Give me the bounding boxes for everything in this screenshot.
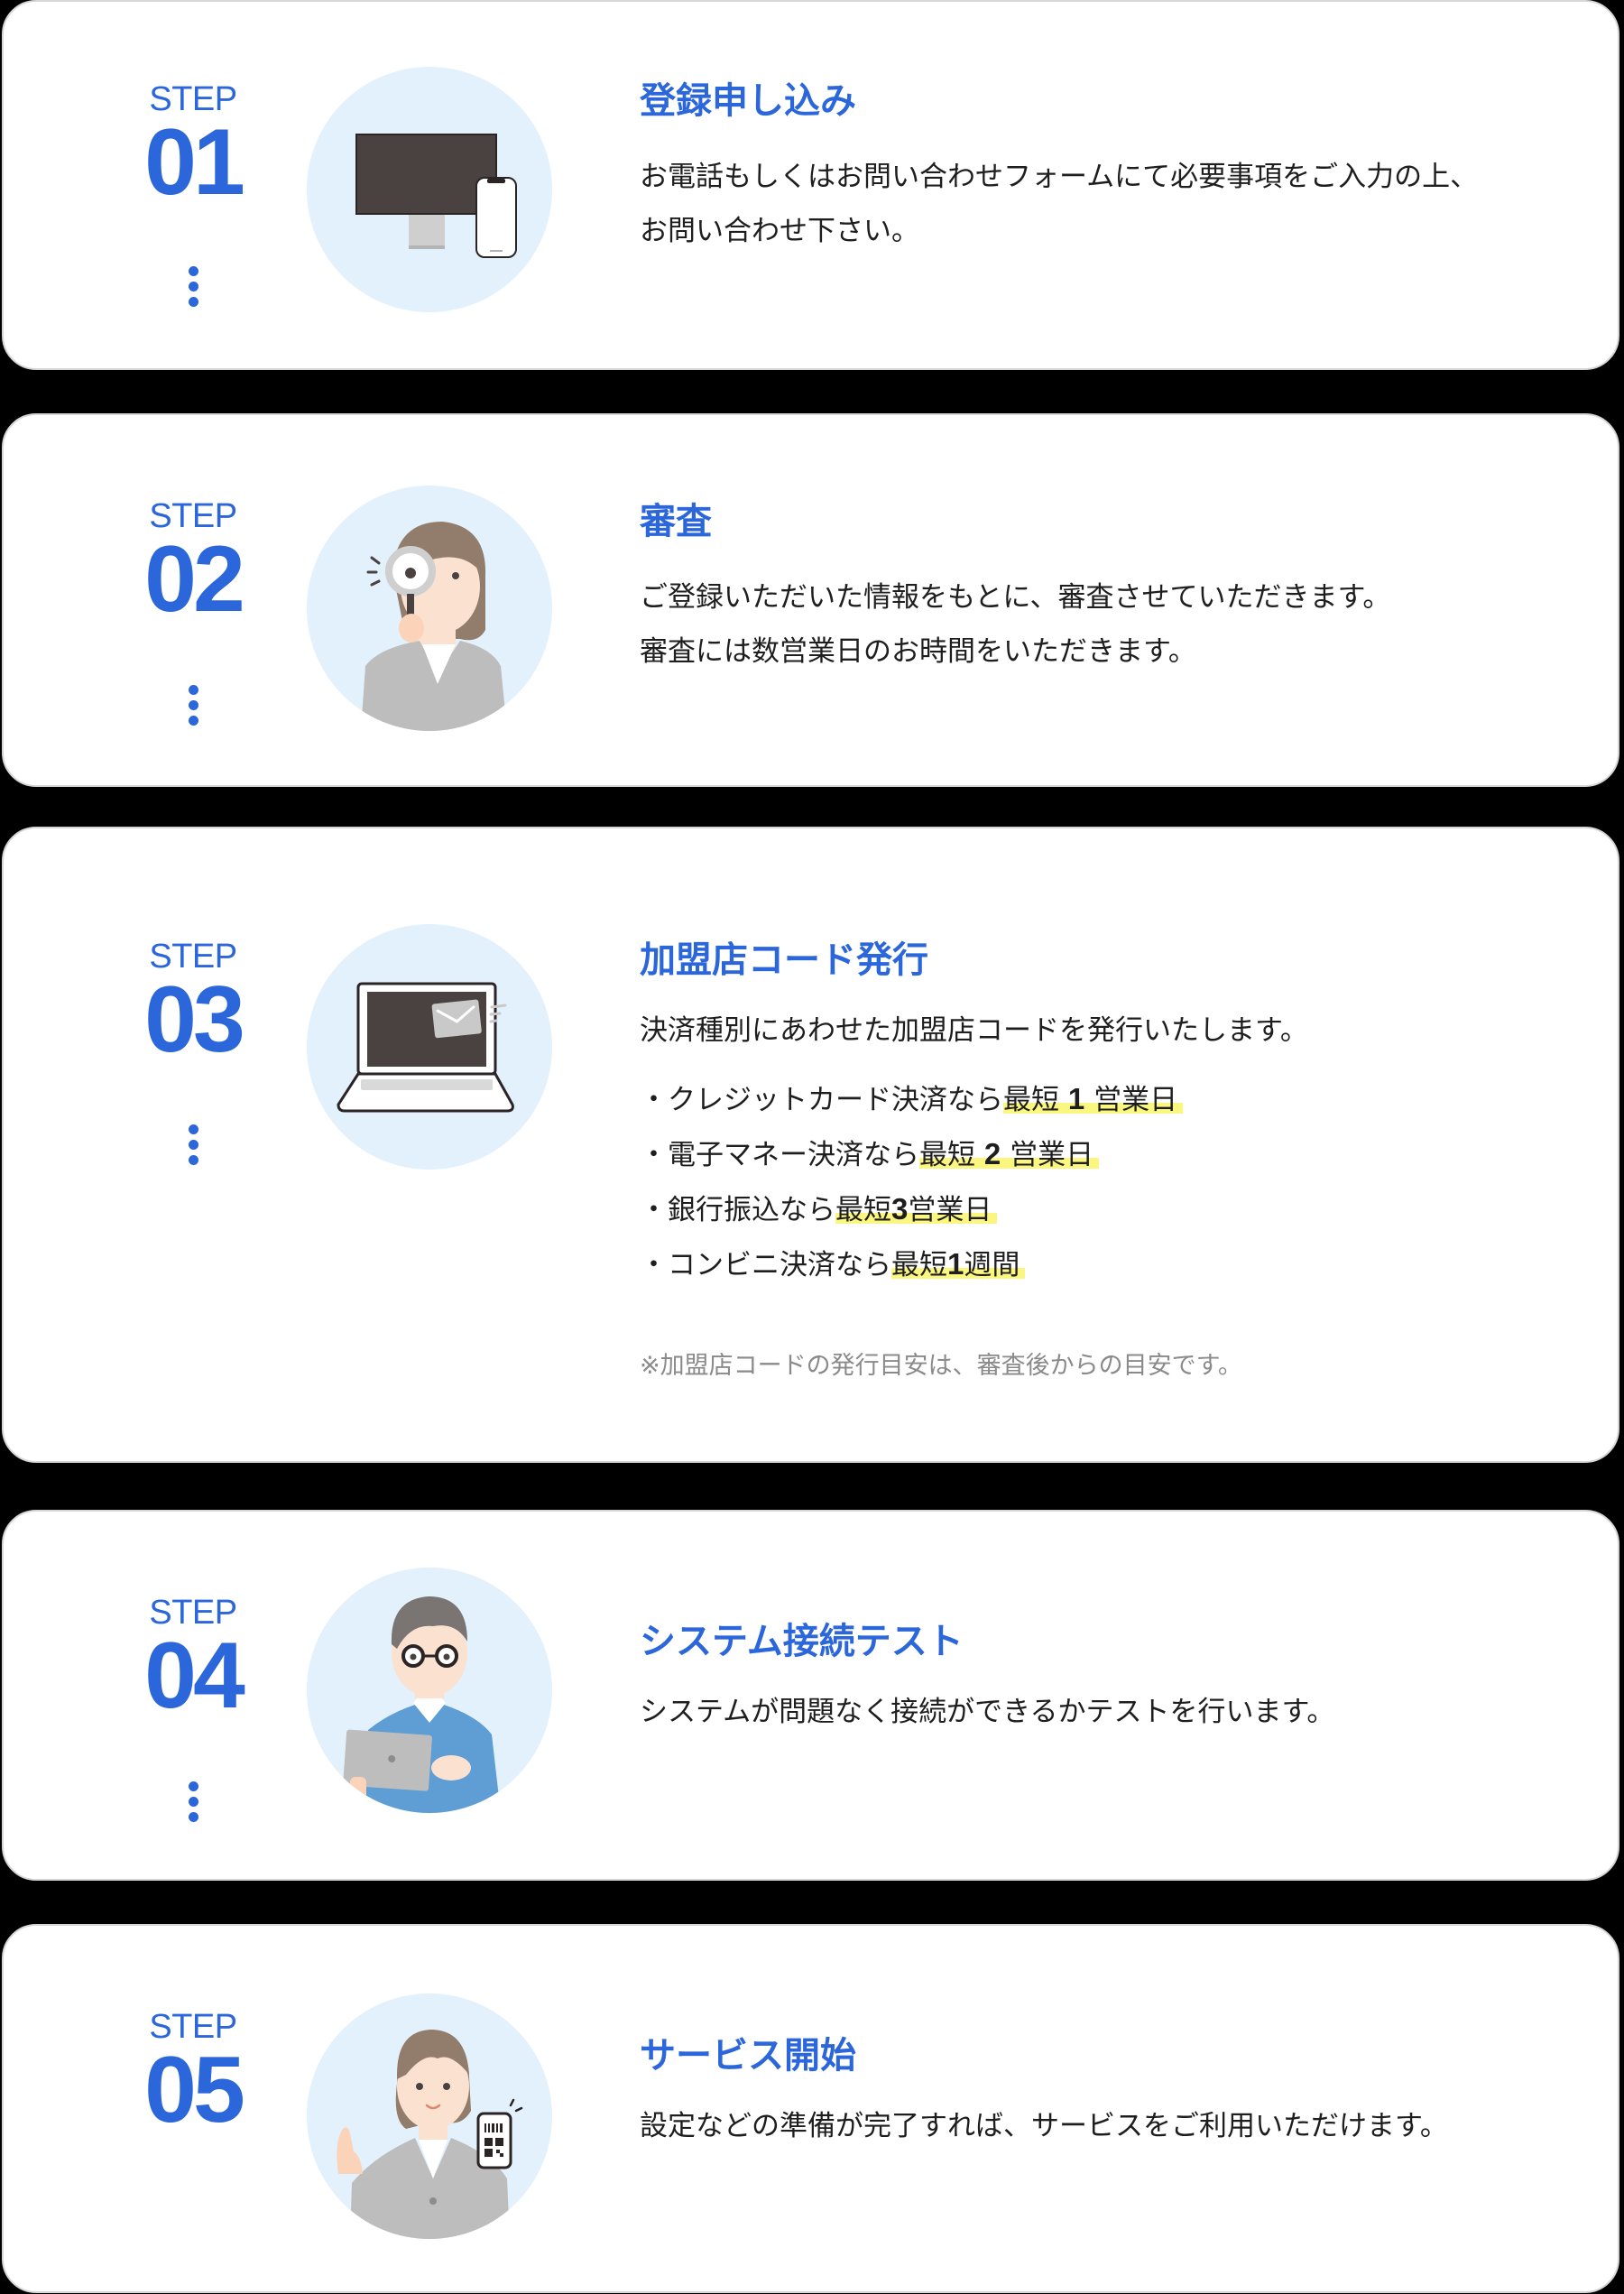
list-item: ・クレジットカード決済なら最短 1 営業日 [640,1072,1582,1127]
list-item: ・コンビニ決済なら最短1週間 [640,1237,1582,1292]
step-label: STEP [149,80,237,118]
step-card-01: STEP 01 登録申し込み お電話もしくはお問い合わせフォームにて必要事項をご… [2,0,1619,370]
woman-qr-smartphone-illustration [307,1993,552,2239]
step-content: 加盟店コード発行 決済種別にあわせた加盟店コードを発行いたします。 ・クレジット… [640,939,1582,1383]
step-card-04: STEP 04 システム接続テスト システムが問題なく接続ができるかテストを行い [2,1510,1619,1881]
step-label: STEP [149,938,237,976]
step-title: 登録申し込み [640,80,856,122]
step-title: システム接続テスト [640,1621,964,1662]
step-description: ご登録いただいた情報をもとに、審査させていただきます。 審査には数営業日のお時間… [640,570,1582,679]
man-with-laptop-icon [343,1596,501,1813]
ellipsis-vertical-icon [186,1124,200,1170]
step-description: システムが問題なく接続ができるかテストを行います。 [640,1696,1335,1728]
step-card-02: STEP 02 審査 ご登録いただいた情報をもとに、審査させていただきます。 [2,413,1619,787]
laptop-mail-icon [337,982,514,1113]
step-number: 01 [144,110,245,215]
step-label: STEP [149,2008,237,2046]
description-line: 審査には数営業日のお時間をいただきます。 [640,635,1196,668]
monitor-icon [355,134,517,258]
step-indicator: STEP 05 [121,2008,265,2142]
magnifying-glass-icon [361,522,507,731]
ellipsis-vertical-icon [186,685,200,731]
step-indicator: STEP 02 [121,497,265,726]
step-card-03: STEP 03 加盟店コード発行 決済種別にあわせた加盟店コードを発行いたします… [2,827,1619,1463]
step-description: お電話もしくはお問い合わせフォームにて必要事項をご入力の上、 お問い合わせ下さい… [640,150,1582,258]
step-content: システム接続テスト システムが問題なく接続ができるかテストを行います。 [640,1620,1582,1739]
step-indicator: STEP 04 [121,1594,265,1822]
highlight: 最短3営業日 [835,1192,998,1226]
step-title: サービス開始 [640,2035,856,2077]
description-line: お問い合わせ下さい。 [640,215,919,247]
issuance-timeline-list: ・クレジットカード決済なら最短 1 営業日 ・電子マネー決済なら最短 2 営業日… [640,1072,1582,1292]
highlight: 最短 2 営業日 [919,1137,1100,1171]
step-indicator: STEP 01 [121,80,265,307]
man-laptop-illustration [307,1568,552,1813]
description-line: お電話もしくはお問い合わせフォームにて必要事項をご入力の上、 [640,161,1479,193]
highlight: 最短 1 営業日 [1003,1082,1184,1116]
step-number: 02 [144,527,245,632]
list-item: ・銀行振込なら最短3営業日 [640,1182,1582,1237]
step-title: 審査 [640,501,712,542]
laptop-envelope-illustration [307,924,552,1170]
step-description: 決済種別にあわせた加盟店コードを発行いたします。 [640,1014,1308,1047]
woman-magnifier-illustration [307,486,552,731]
qr-code-phone-icon [337,2030,523,2239]
step-description: 設定などの準備が完了すれば、サービスをご利用いただけます。 [640,2110,1448,2142]
step-number: 05 [144,2038,245,2142]
ellipsis-vertical-icon [186,266,200,312]
step-number: 03 [144,967,245,1072]
step-indicator: STEP 03 [121,938,265,1165]
step-content: サービス開始 設定などの準備が完了すれば、サービスをご利用いただけます。 [640,2034,1582,2153]
step-card-05: STEP 05 サービス開始 設定などの準備が完了すれば、サービスをご利用いただ… [2,1924,1619,2293]
footnote: ※加盟店コードの発行目安は、審査後からの目安です。 [640,1352,1242,1380]
monitor-smartphone-illustration [307,67,552,312]
step-content: 審査 ご登録いただいた情報をもとに、審査させていただきます。 審査には数営業日の… [640,500,1582,679]
description-line: ご登録いただいた情報をもとに、審査させていただきます。 [640,581,1391,614]
step-content: 登録申し込み お電話もしくはお問い合わせフォームにて必要事項をご入力の上、 お問… [640,79,1582,258]
ellipsis-vertical-icon [186,1781,200,1827]
step-title: 加盟店コード発行 [640,939,928,981]
step-number: 04 [144,1623,245,1728]
step-label: STEP [149,497,237,535]
highlight: 最短1週間 [891,1247,1026,1281]
list-item: ・電子マネー決済なら最短 2 営業日 [640,1127,1582,1182]
step-label: STEP [149,1594,237,1632]
